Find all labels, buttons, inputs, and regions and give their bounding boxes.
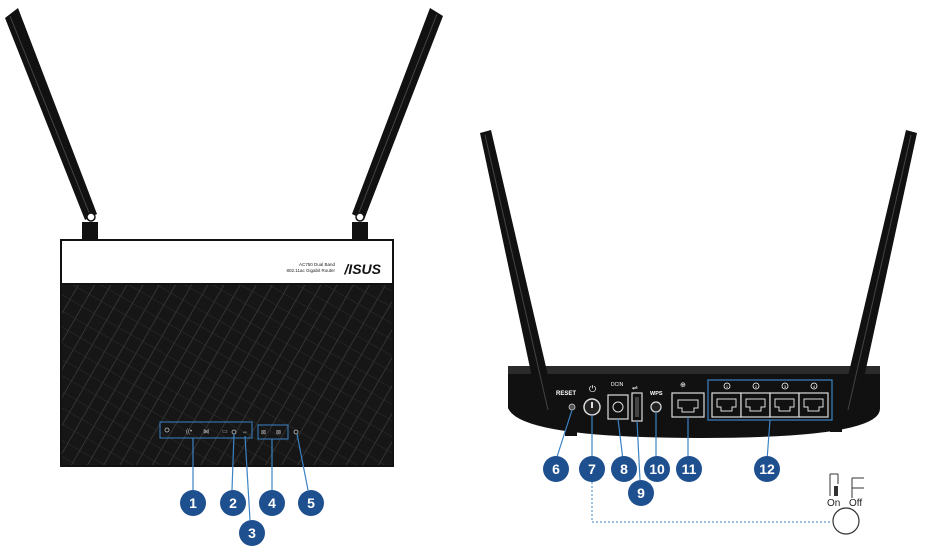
front-leader-lines [192, 433, 309, 521]
svg-text:12: 12 [759, 461, 775, 477]
power-symbol-icon: ⏻ [589, 384, 596, 394]
rear-left-antenna [480, 130, 556, 415]
wan-port[interactable] [671, 392, 705, 418]
lan-port-2[interactable]: 2 [740, 382, 771, 418]
rear-foot-left [565, 430, 577, 436]
rear-right-antenna [840, 130, 917, 415]
model-line-1: AC750 Dual Band [299, 262, 336, 267]
svg-text:6: 6 [552, 461, 560, 477]
wps-button[interactable] [650, 401, 662, 413]
svg-text:11: 11 [682, 461, 697, 477]
lan-port-1-label: 1 [726, 384, 729, 389]
usb-symbol-icon: ⇌ [632, 385, 638, 392]
switch-off-icon [851, 477, 864, 498]
wan-port-icon: ⊕ [680, 382, 686, 389]
svg-text:4: 4 [268, 495, 276, 511]
reset-button[interactable] [568, 403, 576, 411]
wan-led-icon: ⊠ [261, 430, 266, 436]
wps-label: WPS [650, 391, 663, 397]
callout-11: 11 [676, 456, 702, 482]
callout-9: 9 [628, 480, 654, 506]
front-right-antenna [352, 8, 443, 242]
front-top-bezel [60, 239, 394, 285]
brand-logo: /ISUS [343, 261, 381, 277]
model-line-2: 802.11ac Gigabit Router [287, 268, 336, 273]
svg-text:3: 3 [248, 525, 256, 541]
dcin-label: DCIN [611, 382, 624, 388]
usb-led-icon: ⇨ [243, 430, 247, 436]
callout-1: 1 [180, 490, 206, 516]
lan-port-4[interactable]: 4 [798, 382, 829, 418]
rear-top-lip [508, 366, 880, 374]
front-led-group-4 [257, 424, 289, 440]
callout-7: 7 [579, 456, 605, 482]
front-led-group-1: ((• ᯼ ▭ [159, 421, 253, 439]
rear-leader-lines [555, 409, 771, 481]
power-switch-inset: On Off [827, 473, 864, 535]
wifi-2g-led-icon: ᯼ [203, 428, 209, 435]
rear-foot-right [830, 426, 842, 432]
svg-text:9: 9 [637, 485, 645, 501]
callouts: 1 2 3 4 5 6 7 8 9 10 11 12 [180, 456, 780, 546]
svg-text:1: 1 [189, 495, 197, 511]
callout-10: 10 [644, 456, 670, 482]
wifi-5g-led-icon: ▭ [222, 429, 228, 435]
callout-6: 6 [543, 456, 569, 482]
front-router: AC750 Dual Band 802.11ac Gigabit Router … [5, 8, 443, 521]
rear-router: RESET ⏻ DCIN ⇌ WPS ⊕ 1 [480, 130, 917, 523]
svg-text:5: 5 [307, 495, 315, 511]
lan-port-1[interactable]: 1 [711, 382, 742, 418]
callout-12: 12 [754, 456, 780, 482]
callout-2: 2 [220, 490, 246, 516]
svg-text:8: 8 [620, 461, 628, 477]
dc-in-port[interactable] [607, 394, 629, 420]
lan-port-2-label: 2 [755, 384, 758, 389]
power-switch-leader [591, 478, 832, 523]
callout-4: 4 [259, 490, 285, 516]
reset-label: RESET [556, 391, 576, 397]
svg-text:7: 7 [588, 461, 596, 477]
front-mesh-panel [60, 283, 394, 467]
callout-8: 8 [611, 456, 637, 482]
ethernet-led-icon [293, 429, 299, 435]
power-switch-button [832, 507, 860, 535]
callout-5: 5 [298, 490, 324, 516]
front-left-antenna [5, 8, 98, 242]
power-led-icon [164, 427, 170, 433]
switch-on-label: On [827, 498, 840, 509]
lan-port-3[interactable]: 3 [769, 382, 800, 418]
internet-led-icon: ⊠ [276, 430, 281, 436]
lan-port-4-label: 4 [813, 384, 816, 389]
lan-led-icon: ((• [186, 429, 192, 435]
svg-text:10: 10 [649, 461, 665, 477]
lan-ports: 1 2 3 4 [711, 382, 829, 418]
svg-text:2: 2 [229, 495, 237, 511]
switch-off-label: Off [849, 498, 862, 509]
lan-port-3-label: 3 [784, 384, 787, 389]
switch-on-icon [829, 473, 839, 496]
callout-3: 3 [239, 520, 265, 546]
